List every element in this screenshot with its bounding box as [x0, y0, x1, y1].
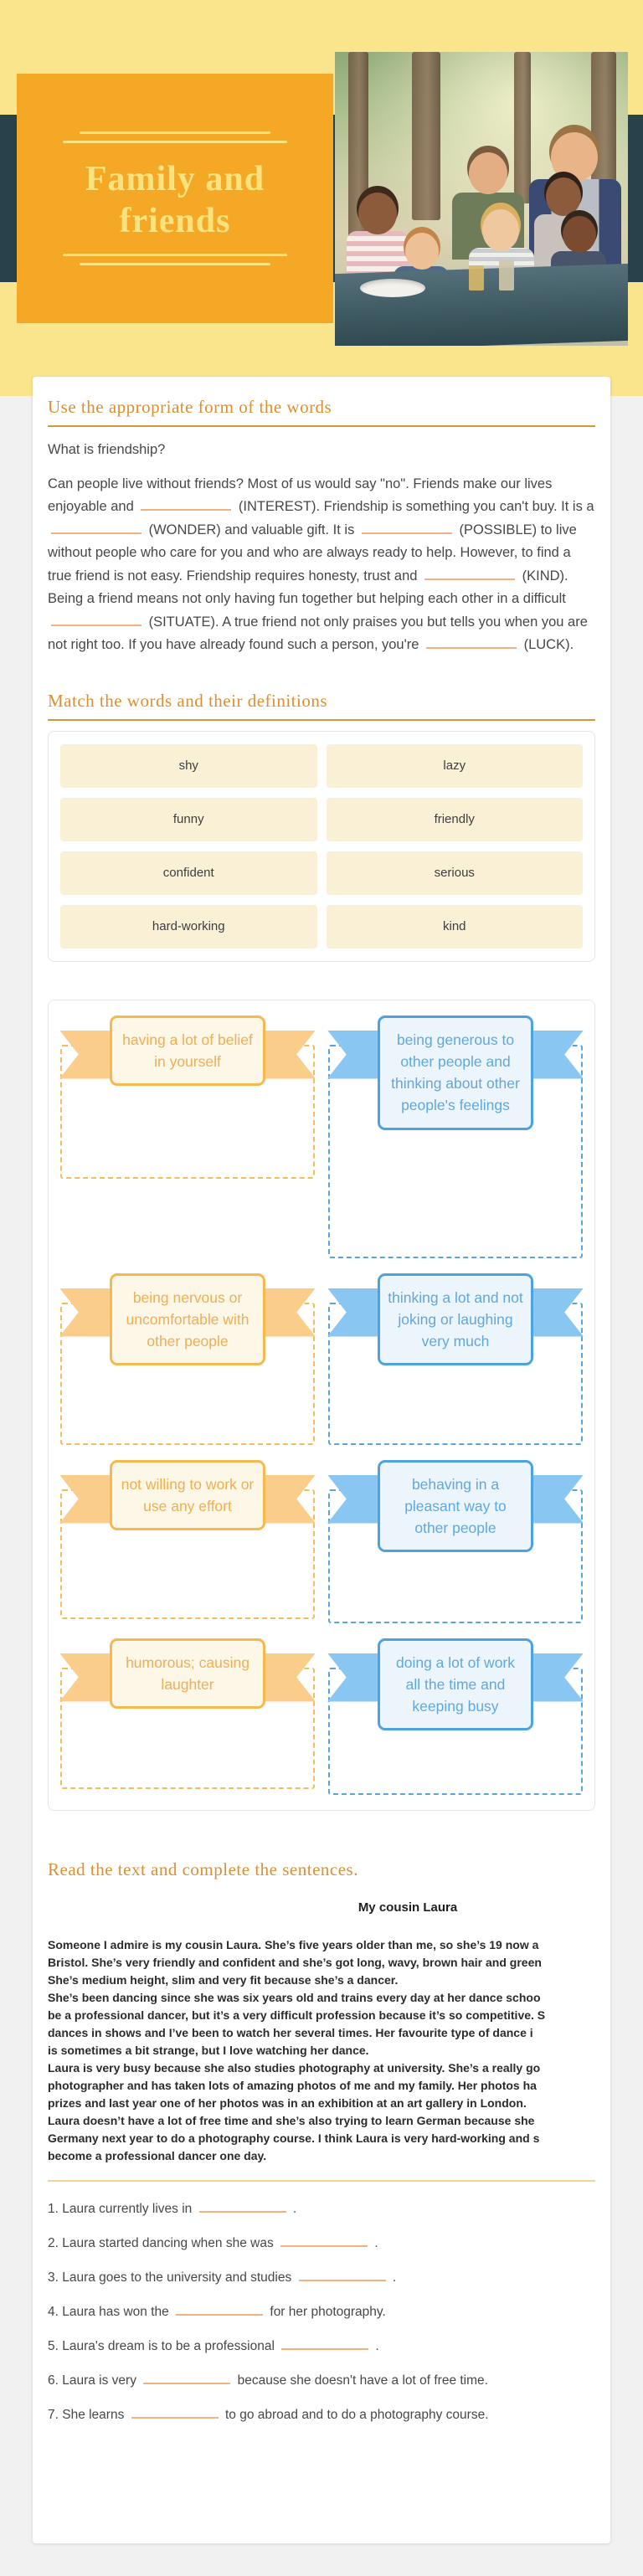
heading-rule [48, 718, 595, 721]
section-divider [48, 2179, 595, 2182]
sentence-6: 6. Laura is very because she doesn't hav… [48, 2372, 488, 2388]
definition-ribbon: humorous; causing laughter [110, 1638, 265, 1709]
definitions-board: having a lot of belief in yourself being… [48, 999, 595, 1811]
definition-row: not willing to work or use any effort be… [59, 1459, 584, 1623]
worksheet-card: Use the appropriate form of the words Wh… [33, 377, 610, 2543]
person-figure [551, 132, 598, 183]
cup [469, 265, 484, 291]
task-1-heading: Use the appropriate form of the words [48, 397, 332, 417]
family-photo [335, 52, 628, 346]
word-bank-grid: shy lazy funny friendly confident seriou… [60, 743, 583, 949]
word-chip-hard-working[interactable]: hard-working [60, 904, 317, 949]
heading-rule [48, 425, 595, 427]
word-chip-serious[interactable]: serious [326, 851, 583, 895]
tree-trunk [514, 52, 531, 203]
page-title: Family and friends [85, 159, 265, 240]
plate [360, 279, 425, 297]
word-chip-funny[interactable]: funny [60, 797, 317, 841]
answer-blank[interactable] [298, 2269, 386, 2281]
definition-ribbon: being nervous or uncomfortable with othe… [110, 1273, 265, 1366]
cup [499, 260, 514, 291]
definition-card: being generous to other people and think… [327, 1015, 584, 1258]
definition-ribbon: thinking a lot and not joking or laughin… [378, 1273, 533, 1366]
task-fill-in-words: Use the appropriate form of the words Wh… [48, 397, 595, 657]
person-figure [469, 152, 507, 194]
definition-card: doing a lot of work all the time and kee… [327, 1638, 584, 1795]
answer-blank[interactable] [143, 2372, 231, 2384]
answer-blank[interactable] [131, 2406, 219, 2419]
definition-ribbon: doing a lot of work all the time and kee… [378, 1638, 533, 1731]
sentence-1: 1. Laura currently lives in . [48, 2200, 297, 2216]
definition-ribbon: not willing to work or use any effort [110, 1459, 265, 1530]
task-3-heading: Read the text and complete the sentences… [48, 1859, 358, 1879]
sentence-7: 7. She learns to go abroad and to do a p… [48, 2406, 489, 2422]
title-card: Family and friends [17, 74, 333, 323]
definition-ribbon: behaving in a pleasant way to other peop… [378, 1459, 533, 1553]
answer-blank[interactable] [51, 522, 141, 534]
definition-card: behaving in a pleasant way to other peop… [327, 1459, 584, 1623]
definition-card: being nervous or uncomfortable with othe… [59, 1273, 316, 1445]
decorative-line [63, 140, 287, 143]
person-figure [546, 177, 581, 216]
definition-card: having a lot of belief in yourself [59, 1015, 316, 1179]
person-figure [563, 216, 596, 253]
word-chip-lazy[interactable]: lazy [326, 743, 583, 788]
word-bank: shy lazy funny friendly confident seriou… [48, 730, 595, 962]
definition-row: humorous; causing laughter doing a lot o… [59, 1638, 584, 1795]
task-1-question: What is friendship? [48, 442, 166, 457]
sentence-3: 3. Laura goes to the university and stud… [48, 2269, 397, 2285]
sentence-4: 4. Laura has won the for her photography… [48, 2303, 386, 2319]
definition-card: humorous; causing laughter [59, 1638, 316, 1789]
word-chip-shy[interactable]: shy [60, 743, 317, 788]
answer-blank[interactable] [280, 2234, 368, 2247]
word-chip-confident[interactable]: confident [60, 851, 317, 895]
task-2-heading: Match the words and their definitions [48, 690, 328, 711]
answer-blank[interactable] [361, 522, 452, 534]
person-figure [358, 193, 397, 234]
task-1-paragraph: Can people live without friends? Most of… [48, 476, 594, 653]
person-figure [482, 209, 519, 251]
definition-ribbon: having a lot of belief in yourself [110, 1015, 265, 1086]
definition-row: being nervous or uncomfortable with othe… [59, 1273, 584, 1445]
word-chip-kind[interactable]: kind [326, 904, 583, 949]
sentence-2: 2. Laura started dancing when she was . [48, 2234, 378, 2250]
task-read-and-complete: Read the text and complete the sentences… [48, 1859, 595, 2424]
tree-trunk [412, 52, 440, 220]
answer-blank[interactable] [141, 498, 232, 511]
person-figure [405, 233, 439, 270]
sentence-list: 1. Laura currently lives in . 2. Laura s… [48, 2200, 595, 2424]
header-banner: Family and friends [0, 0, 643, 396]
answer-blank[interactable] [176, 2303, 264, 2316]
word-chip-friendly[interactable]: friendly [326, 797, 583, 841]
reading-text-body: Someone I admire is my cousin Laura. She… [48, 1937, 546, 2162]
reading-text: My cousin Laura Someone I admire is my c… [48, 1900, 643, 2165]
answer-blank[interactable] [426, 636, 517, 649]
definition-ribbon: being generous to other people and think… [378, 1015, 533, 1130]
definition-row: having a lot of belief in yourself being… [59, 1015, 584, 1258]
task-match-words: Match the words and their definitions sh… [48, 691, 595, 1811]
sentence-5: 5. Laura's dream is to be a professional… [48, 2337, 379, 2353]
decorative-line [80, 131, 270, 134]
reading-text-title: My cousin Laura [358, 1900, 458, 1915]
answer-blank[interactable] [198, 2200, 286, 2213]
decorative-line [80, 263, 270, 266]
definition-card: thinking a lot and not joking or laughin… [327, 1273, 584, 1445]
decorative-line [63, 254, 287, 257]
answer-blank[interactable] [51, 614, 141, 626]
answer-blank[interactable] [424, 568, 516, 580]
answer-blank[interactable] [281, 2337, 369, 2350]
definition-card: not willing to work or use any effort [59, 1459, 316, 1619]
